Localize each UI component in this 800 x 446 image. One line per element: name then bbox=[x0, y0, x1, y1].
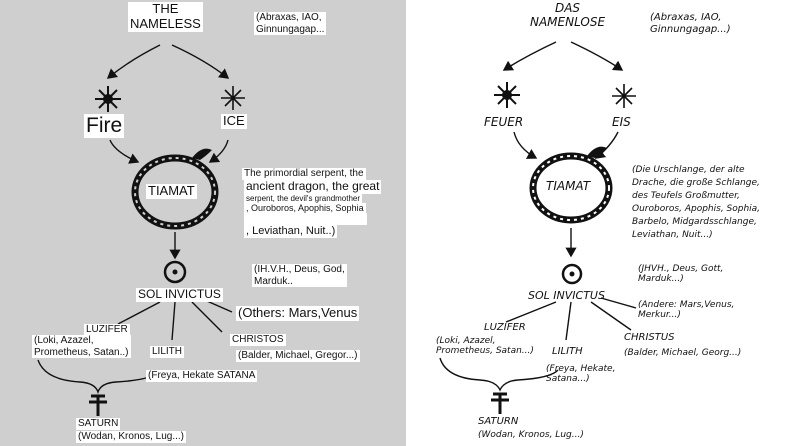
namenlose-label: DAS NAMENLOSE bbox=[530, 1, 606, 29]
sol-note: (IH.V.H., Deus, God, Marduk.. bbox=[252, 264, 347, 287]
saturn-cross-icon bbox=[89, 394, 107, 416]
feuer-snowflake-icon bbox=[494, 82, 520, 108]
eis-snowflake-icon bbox=[612, 84, 636, 108]
arrow-ice-to-tiamat bbox=[208, 139, 229, 163]
lilith-label: LILITH bbox=[150, 346, 185, 358]
nameless-label: THE NAMELESS bbox=[128, 1, 203, 32]
serpent-note-line6: , Leviathan, Nuit..) bbox=[244, 225, 338, 238]
german-diagram-panel: DAS NAMENLOSE (Abraxas, IAO, Ginnungagap… bbox=[406, 0, 800, 446]
christos-note: (Balder, Michael, Gregor...) bbox=[236, 350, 360, 362]
ouroboros-icon bbox=[529, 146, 613, 224]
nameless-note: (Abraxas, IAO, Ginnungagap... bbox=[254, 12, 327, 35]
serpent-note: (Die Urschlange, der alte Drache, die gr… bbox=[632, 165, 761, 241]
andere-note: (Andere: Mars,Venus, Merkur...) bbox=[638, 300, 735, 321]
serpent-note-line4: , Ouroboros, Apophis, Sophia bbox=[244, 203, 366, 214]
sun-circle-icon bbox=[163, 260, 187, 284]
lilith-note: (Freya, Hekate SATANA bbox=[146, 370, 258, 382]
sun-circle-icon bbox=[561, 263, 583, 285]
sol-invictus-label: SOL INVICTUS bbox=[136, 287, 223, 302]
brace-to-saturn bbox=[37, 359, 161, 395]
arrow-namenlose-to-eis bbox=[570, 41, 624, 71]
eis-label: EIS bbox=[612, 115, 631, 129]
right-connectors bbox=[439, 41, 637, 414]
sol-note: (JHVH., Deus, Gott, Marduk...) bbox=[638, 264, 724, 285]
arrow-nameless-to-ice bbox=[171, 44, 230, 79]
ice-snowflake-icon bbox=[221, 86, 245, 110]
arrow-eis-to-tiamat bbox=[594, 131, 619, 159]
saturn-note: (Wodan, Kronos, Lug...) bbox=[76, 431, 186, 443]
line-sol-to-lilith bbox=[171, 301, 176, 341]
arrow-feuer-to-tiamat bbox=[513, 131, 538, 159]
others-note: (Others: Mars,Venus bbox=[236, 305, 360, 321]
feuer-label: FEUER bbox=[484, 115, 524, 129]
arrow-fire-to-tiamat bbox=[109, 139, 140, 164]
tiamat-label: TIAMAT bbox=[146, 183, 197, 199]
lilith-label: LILITH bbox=[552, 346, 583, 357]
serpent-note-line2: ancient dragon, the great bbox=[244, 179, 382, 194]
line-sol-to-luzifer bbox=[117, 301, 161, 325]
saturn-cross-icon bbox=[491, 392, 509, 414]
saturn-note: (Wodan, Kronos, Lug...) bbox=[478, 430, 584, 440]
christos-label: CHRISTOS bbox=[230, 334, 286, 346]
saturn-label: SATURN bbox=[76, 418, 121, 430]
brace-to-saturn bbox=[439, 357, 559, 392]
luzifer-note: (Loki, Azazel, Prometheus, Satan..) bbox=[32, 335, 131, 358]
sol-invictus-label: SOL INVICTUS bbox=[528, 289, 605, 302]
luzifer-label: LUZIFER bbox=[484, 322, 526, 333]
line-sol-to-andere bbox=[600, 297, 637, 309]
english-diagram-panel: THE NAMELESS (Abraxas, IAO, Ginnungagap.… bbox=[0, 0, 406, 446]
serpent-note-line5: Barbelo, Midgard's serpent bbox=[244, 213, 368, 225]
ice-label: ICE bbox=[221, 113, 247, 129]
line-sol-to-luzifer bbox=[505, 301, 557, 323]
line-sol-to-christus bbox=[590, 301, 632, 331]
left-connectors bbox=[37, 44, 245, 416]
arrow-nameless-to-fire bbox=[106, 44, 161, 79]
serpent-note-line3: serpent, the devil's grandmother bbox=[244, 194, 363, 204]
serpent-note-line1: The primordial serpent, the bbox=[242, 168, 366, 180]
fire-snowflake-icon bbox=[95, 86, 121, 112]
lilith-note: (Freya, Hekate, Satana...) bbox=[546, 364, 616, 385]
ouroboros-icon bbox=[131, 148, 219, 230]
luzifer-note: (Loki, Azazel, Prometheus, Satan...) bbox=[436, 336, 534, 357]
fire-label: Fire bbox=[84, 114, 125, 139]
christus-label: CHRISTUS bbox=[624, 332, 675, 343]
line-sol-to-lilith bbox=[565, 301, 572, 341]
luzifer-label: LUZIFER bbox=[84, 324, 130, 336]
tiamat-label: TIAMAT bbox=[546, 179, 591, 193]
arrow-namenlose-to-feuer bbox=[502, 41, 557, 71]
saturn-label: SATURN bbox=[478, 416, 519, 427]
line-sol-to-christos bbox=[191, 301, 223, 333]
christus-note: (Balder, Michael, Georg...) bbox=[624, 348, 742, 358]
namenlose-note: (Abraxas, IAO, Ginnungagap...) bbox=[650, 12, 731, 35]
